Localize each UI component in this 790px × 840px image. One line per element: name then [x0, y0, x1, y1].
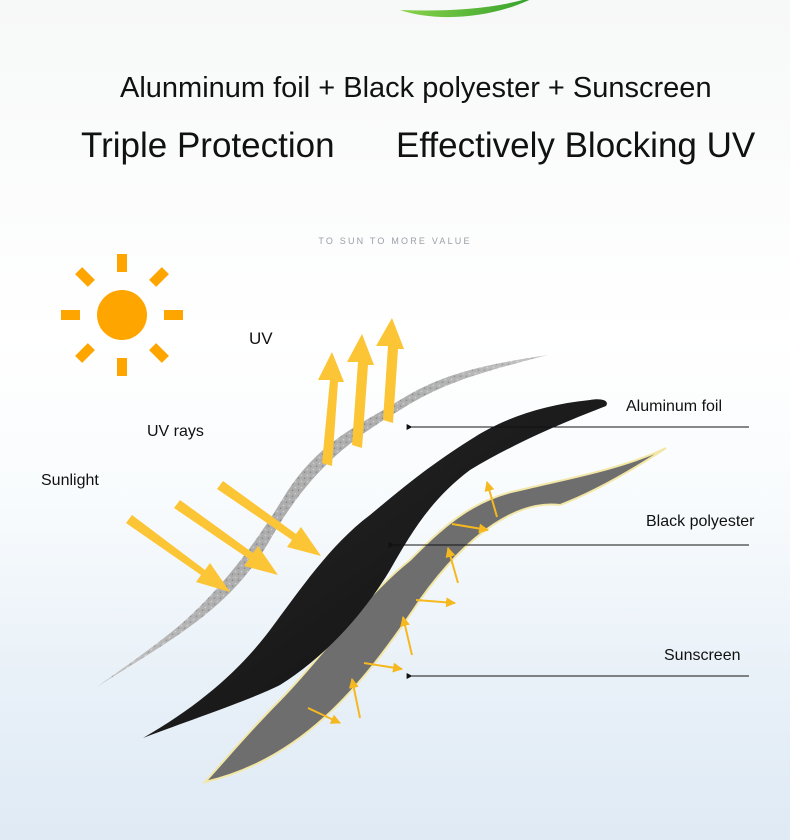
- label-aluminum-foil: Aluminum foil: [626, 398, 723, 415]
- label-uv-rays: UV rays: [147, 423, 204, 440]
- label-sunscreen: Sunscreen: [664, 647, 741, 664]
- headline-blocking-uv: Effectively Blocking UV: [396, 126, 756, 165]
- sunlight-arrows: [126, 481, 321, 592]
- label-uv: UV: [249, 329, 273, 348]
- layer-black-polyester: [143, 399, 607, 738]
- headline-materials: Alunminum foil + Black polyester + Sunsc…: [120, 72, 712, 104]
- tagline: TO SUN TO MORE VALUE: [318, 236, 472, 246]
- label-black-polyester: Black polyester: [646, 513, 755, 530]
- callout-lines: [388, 424, 749, 679]
- headline-triple-protection: Triple Protection: [81, 126, 335, 165]
- uv-reflected-arrows: [318, 318, 404, 466]
- reflection-arrows: [307, 481, 498, 724]
- label-sunlight: Sunlight: [41, 472, 99, 489]
- sun-icon: [61, 254, 183, 376]
- leaf-icon: [400, 0, 530, 18]
